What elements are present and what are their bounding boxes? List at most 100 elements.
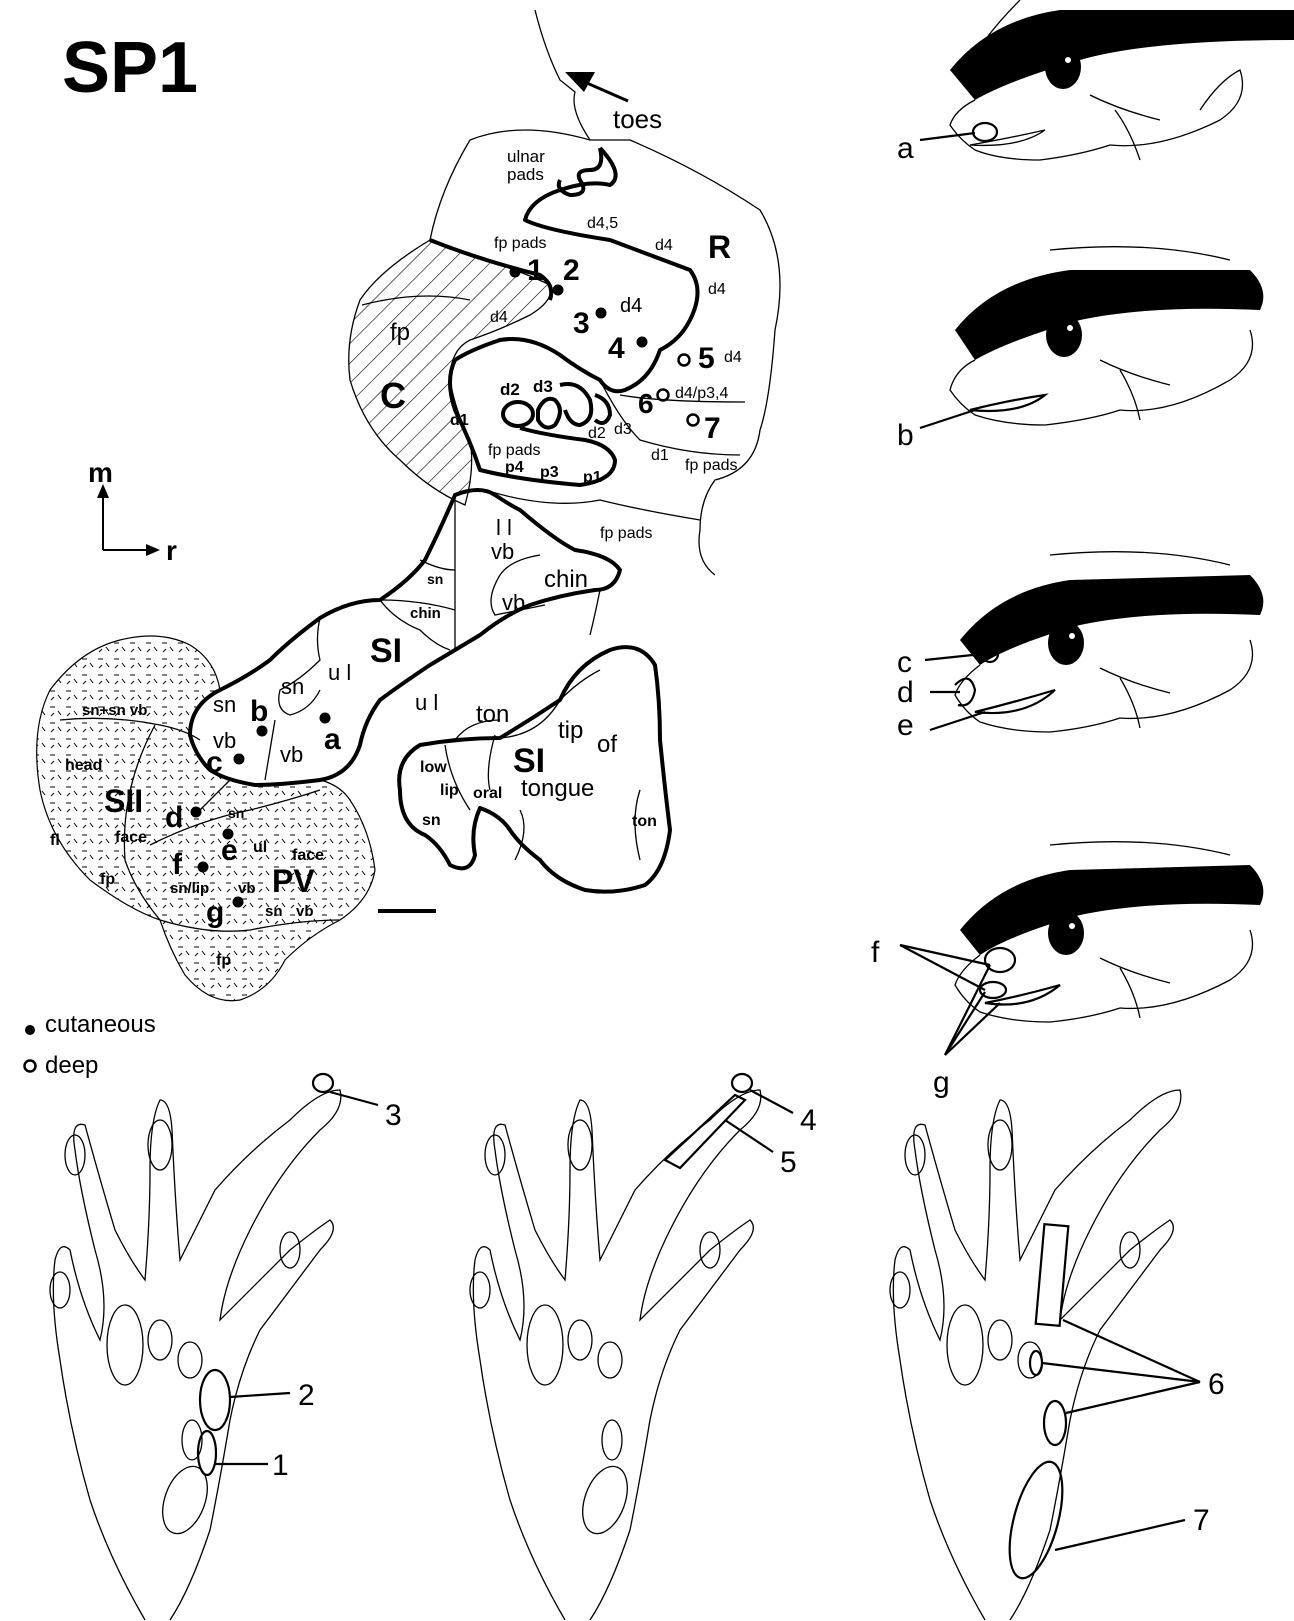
site-6: 6 [638,388,654,419]
label-fp-pads-right: fp pads [685,457,737,474]
label-fp-pads-top: fp pads [494,235,546,252]
face-label-g: g [933,1066,950,1099]
label-vb-4: vb [280,742,303,767]
label-p3: p3 [540,464,559,481]
label-fl: fl [50,832,60,849]
face-label-c: c [897,646,912,679]
paw-label-6: 6 [1208,1368,1225,1401]
label-d3-a: d3 [533,377,553,396]
label-vb-6: vb [296,903,314,920]
label-chin-2: chin [410,605,441,622]
label-d4-e: d4 [724,349,742,366]
label-ul-2: u l [415,690,438,715]
site-1: 1 [527,254,544,287]
label-chin-1: chin [544,566,588,593]
label-d4-d: d4 [490,309,508,326]
label-d2-b: d2 [588,425,606,442]
site-a: a [324,723,341,756]
label-sii: SII [104,783,143,819]
label-snlip: sn/lip [170,880,209,897]
label-tongue: tongue [521,775,594,802]
site-g: g [206,896,224,929]
label-fp-2: fp [100,871,115,888]
label-head: head [65,757,102,774]
label-lip: lip [440,782,459,799]
legend-cutaneous: cutaneous [45,1011,156,1038]
label-d3-b: d3 [614,421,632,438]
area-r-outline [535,10,780,575]
site-2: 2 [563,254,580,287]
label-of: of [597,731,617,758]
paw-label-5: 5 [780,1146,797,1179]
paw-label-4: 4 [800,1104,817,1137]
label-d4-c: d4 [620,295,642,317]
site-b: b [250,695,268,728]
label-low: low [420,759,447,776]
face-label-f: f [871,936,880,969]
site-3: 3 [573,307,590,340]
label-ul-3: ul [253,839,267,856]
label-ul-1: u l [328,660,351,685]
label-sn-5: sn [228,805,244,821]
label-d2-a: d2 [500,380,520,399]
site-7: 7 [704,412,721,445]
paw-label-7: 7 [1193,1504,1210,1537]
label-d4-b: d4 [708,281,726,298]
label-p1: p1 [583,469,602,486]
sii-pv-region [37,636,375,1001]
site-c: c [206,746,223,779]
legend-deep: deep [45,1052,98,1079]
label-fp: fp [390,319,410,346]
rostral-label: r [166,535,177,566]
label-sn-3: sn [213,692,236,717]
figure-title: SP1 [62,28,198,108]
label-vb-5: vb [238,880,256,897]
label-ulnar: ulnar [507,147,545,166]
label-tip: tip [558,717,583,744]
paw-drawing-1: 3 2 1 [50,1074,402,1620]
label-snsnvb: sn+sn vb [82,702,147,719]
label-c: C [380,375,406,416]
orientation-arrows: m r [88,457,177,566]
label-si-face: SI [370,632,402,670]
label-pads: pads [507,165,544,184]
site-d: d [165,801,183,834]
face-label-a: a [897,132,914,165]
face-drawing-1: a [897,0,1294,165]
paw-drawing-2: 4 5 [470,1074,817,1620]
label-d1-b: d1 [651,447,669,464]
label-r: R [708,229,731,265]
face-label-b: b [897,419,914,452]
paw-label-2: 2 [298,1379,315,1412]
medial-label: m [88,457,113,488]
face-label-e: e [897,709,914,742]
cortical-map: toes ulnar pads d4,5 fp pads d4 R d4 d4 … [37,10,780,1001]
site-f: f [172,848,183,881]
label-vb-2: vb [502,590,525,615]
si-face-outline [190,490,620,785]
label-ton-2: ton [632,813,657,830]
label-face-1: face [115,829,147,846]
label-fp-3: fp [216,952,231,969]
site-e: e [221,834,238,867]
label-sn-4: sn [422,812,441,829]
face-drawing-2: b [897,247,1263,452]
paw-label-1: 1 [272,1449,289,1482]
label-vb-1: vb [491,539,514,564]
label-ll: l l [496,515,512,540]
site-5: 5 [698,342,715,375]
label-fp-pads-lower: fp pads [600,525,652,542]
label-p4: p4 [505,459,524,476]
label-sn-1: sn [427,571,443,587]
face-drawing-4: f g [871,842,1263,1099]
label-d4p34: d4/p3,4 [675,385,728,402]
label-d1-a: d1 [450,412,469,429]
label-sn-6: sn [265,903,283,920]
face-label-d: d [897,676,914,709]
label-pv: PV [272,863,315,899]
legend: cutaneous deep [25,1011,156,1079]
paw-drawing-3: 6 7 [890,1090,1225,1620]
label-oral: oral [473,785,502,802]
label-ton-1: ton [476,701,509,728]
